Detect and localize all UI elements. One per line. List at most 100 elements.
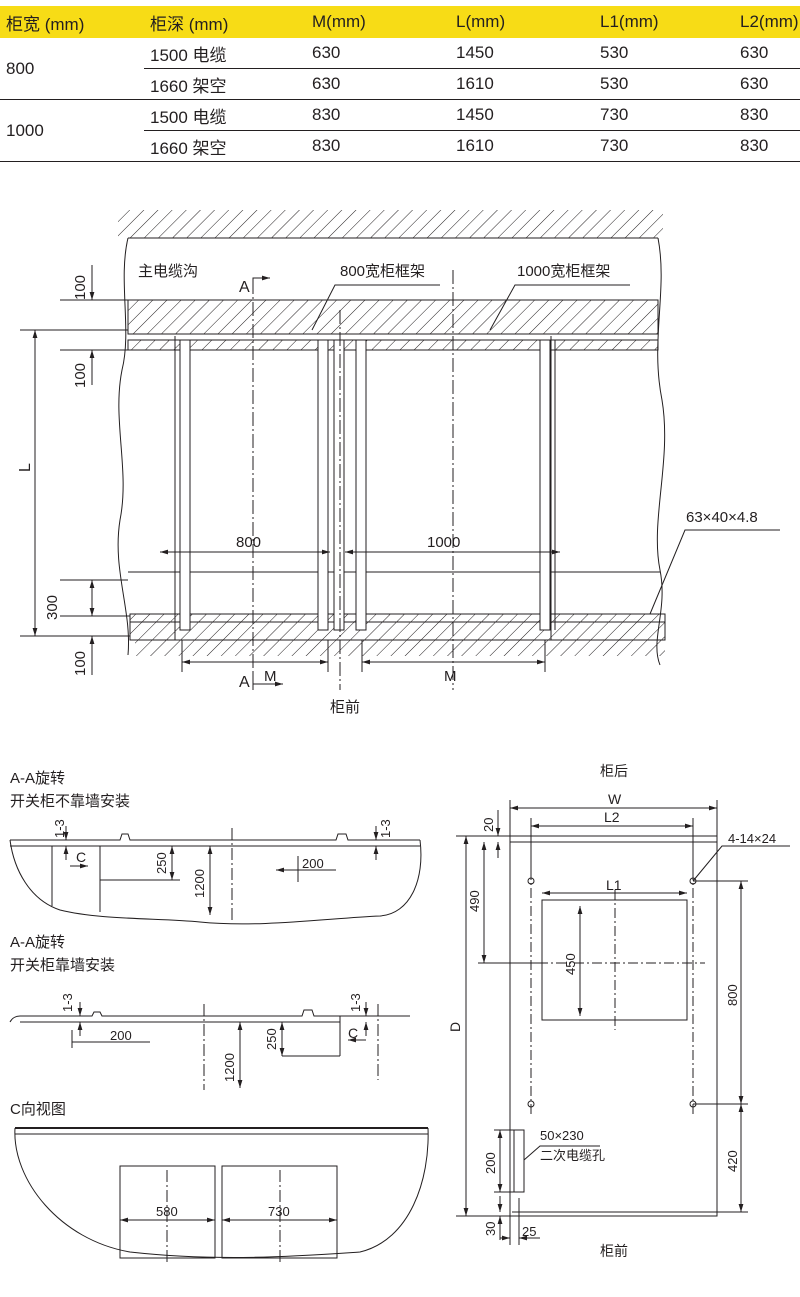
m-cell: 630 <box>306 38 450 69</box>
channel-spec-label: 63×40×4.8 <box>686 509 758 526</box>
section-subtitle-2: 开关柜靠墙安装 <box>10 957 115 974</box>
section-mark-top: A <box>239 279 250 296</box>
section-arrow-bottom <box>252 672 283 687</box>
left-break-line <box>117 237 130 656</box>
footprint-view <box>456 800 790 1245</box>
dim-L-label: L <box>17 463 34 472</box>
table-row: 800 1500 电缆 630 1450 530 630 <box>0 38 800 100</box>
dim-1200-label-2: 1200 <box>222 1053 237 1082</box>
secondary-cable-hole <box>513 1129 525 1193</box>
header-l: L(mm) <box>450 6 594 38</box>
spec-table: 柜宽 (mm) 柜深 (mm) M(mm) L(mm) L1(mm) L2(mm… <box>0 6 800 162</box>
l1-cell: 530 <box>594 68 734 100</box>
dim-1-3-left: 1-3 <box>52 819 67 838</box>
cabinet-outline <box>509 835 718 1217</box>
dim-L1-label: L1 <box>606 877 622 893</box>
header-m: M(mm) <box>306 6 450 38</box>
mark-c-1: C <box>76 849 86 865</box>
ground-hatch-bottom <box>135 640 665 656</box>
main-trench-label: 主电缆沟 <box>138 263 198 280</box>
l-cell: 1450 <box>450 99 594 131</box>
hole-spec-leader <box>692 845 790 882</box>
lower-concrete-band <box>129 621 666 641</box>
dim-100-mid-label: 100 <box>72 363 89 388</box>
front-label: 柜前 <box>330 699 360 716</box>
leader-800-frame <box>311 284 440 331</box>
frame-members <box>174 336 556 640</box>
dim-1-3-left-2: 1-3 <box>60 993 75 1012</box>
dim-730-label: 730 <box>268 1204 290 1219</box>
dim-580-label: 580 <box>156 1204 178 1219</box>
l1-cell: 730 <box>594 130 734 162</box>
section-aa-freestanding <box>9 826 422 925</box>
trench-break <box>9 839 422 925</box>
table-header-row: 柜宽 (mm) 柜深 (mm) M(mm) L(mm) L1(mm) L2(mm… <box>0 6 800 38</box>
dim-m-800-label: M <box>264 668 277 685</box>
dim-20-label: 20 <box>481 818 496 832</box>
c-view <box>14 1127 429 1262</box>
mark-c-2: C <box>348 1025 358 1041</box>
dim-420-label: 420 <box>725 1150 740 1172</box>
l-cell: 1610 <box>450 68 594 100</box>
plan-view <box>20 210 780 690</box>
l2-cell: 830 <box>734 130 800 162</box>
depth-cell: 1500 电缆 <box>144 99 306 131</box>
frame-1000-label: 1000宽柜框架 <box>517 263 610 280</box>
c-view-break <box>14 1127 429 1258</box>
cable-hole-leader <box>523 1145 600 1161</box>
floor-line <box>10 833 420 841</box>
leader-1000-frame <box>489 284 630 331</box>
dim-L2-label: L2 <box>604 809 620 825</box>
m-cell: 830 <box>306 130 450 162</box>
width-cell: 800 <box>0 38 144 100</box>
l2-cell: 630 <box>734 38 800 69</box>
hole-spec-label: 4-14×24 <box>728 831 776 846</box>
dim-100-top-label: 100 <box>72 275 89 300</box>
dim-200-label-2: 200 <box>110 1028 132 1043</box>
dim-250-label-2: 250 <box>264 1028 279 1050</box>
dim-800-label: 800 <box>725 984 740 1006</box>
header-cabinet-width: 柜宽 (mm) <box>0 6 144 38</box>
dim-D-label: D <box>447 1022 463 1032</box>
dim-100-bottom-label: 100 <box>72 651 89 676</box>
dim-200-label-1: 200 <box>302 856 324 871</box>
header-cabinet-depth: 柜深 (mm) <box>144 6 306 38</box>
l1-cell: 530 <box>594 38 734 69</box>
m-cell: 830 <box>306 99 450 131</box>
m-cell: 630 <box>306 68 450 100</box>
leader-channel <box>649 529 780 615</box>
header-l2: L2(mm) <box>734 6 800 38</box>
depth-cell: 1660 架空 <box>144 68 306 100</box>
dim-250-label-1: 250 <box>154 852 169 874</box>
width-cell: 1000 <box>0 99 144 162</box>
upper-channel-hatch <box>127 339 659 351</box>
dim-m-1000-label: M <box>444 668 457 685</box>
section-title-1: A-A旋转 <box>10 770 65 787</box>
front-label-footprint: 柜前 <box>600 1243 628 1259</box>
ground-hatch-top <box>118 210 663 238</box>
dim-450-label: 450 <box>563 953 578 975</box>
dim-W-label: W <box>608 791 622 807</box>
upper-concrete-band <box>127 299 659 335</box>
dim-25-label: 25 <box>522 1224 536 1239</box>
depth-cell: 1500 电缆 <box>144 38 306 69</box>
l2-cell: 630 <box>734 68 800 100</box>
rear-label: 柜后 <box>600 763 628 779</box>
floor-line <box>9 1009 410 1023</box>
dim-490-label: 490 <box>467 890 482 912</box>
l2-cell: 830 <box>734 99 800 131</box>
dim-800-label: 800 <box>236 534 261 551</box>
section-arrow-top <box>252 275 270 290</box>
dim-1-3-right: 1-3 <box>378 819 393 838</box>
dim-200-label: 200 <box>483 1152 498 1174</box>
cable-hole-size: 50×230 <box>540 1128 584 1143</box>
header-l1: L1(mm) <box>594 6 734 38</box>
section-title-2: A-A旋转 <box>10 934 65 951</box>
lower-channel-hatch <box>129 613 666 623</box>
section-subtitle-1: 开关柜不靠墙安装 <box>10 793 130 810</box>
table-row: 1000 1500 电缆 830 1450 730 830 <box>0 99 800 162</box>
dim-1-3-right-2: 1-3 <box>348 993 363 1012</box>
c-view-title: C向视图 <box>10 1101 66 1118</box>
section-aa-wall <box>9 1002 410 1090</box>
l-cell: 1450 <box>450 38 594 69</box>
